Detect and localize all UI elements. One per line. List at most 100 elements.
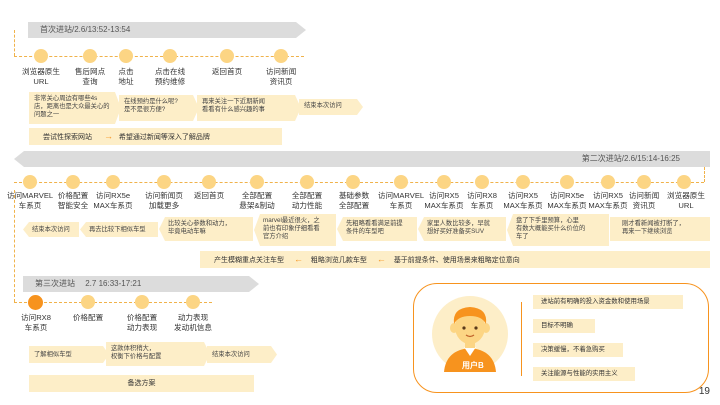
visit2-node-7[interactable] xyxy=(300,175,314,189)
visit2-thought-1: 结束本次访问 xyxy=(23,222,79,237)
visit1-summary: 尝试性探索网站 → 希望通过新闻等深入了解品牌 xyxy=(29,128,282,145)
visit2-node-14[interactable] xyxy=(601,175,615,189)
visit2-summary-1: 产生模糊重点关注车型 xyxy=(214,257,284,264)
visit3-title: 第三次进站 xyxy=(35,279,75,288)
visit1-summary-right: 希望通过新闻等深入了解品牌 xyxy=(118,134,210,141)
visit2-banner: 第二次进站/2.6/15:14-16:25 xyxy=(14,151,710,167)
visit2-node-label-4: 访问新闻页 加载更多 xyxy=(145,191,183,210)
visit3-banner: 第三次进站 2.7 16:33-17:21 xyxy=(23,276,259,292)
visit2-summary-2: 粗略浏览几款车型 xyxy=(310,257,367,264)
visit2-node-label-13: 访问RX5e MAX车系页 xyxy=(547,191,587,210)
visit2-node-label-12: 访问RX5 MAX车系页 xyxy=(503,191,543,210)
visit2-node-15[interactable] xyxy=(637,175,651,189)
visit1-summary-left: 尝试性探索网站 xyxy=(43,134,92,141)
visit2-node-5[interactable] xyxy=(202,175,216,189)
visit2-thought-6: 家里人数比较多，早就 想好买好准备买SUV xyxy=(418,217,506,241)
visit2-thought-2: 再去比较下相似车型 xyxy=(80,222,158,237)
visit1-node-4[interactable] xyxy=(163,49,177,63)
visit2-node-label-14: 访问RX5 MAX车系页 xyxy=(588,191,628,210)
visit2-summary: 产生模糊重点关注车型 ← 粗略浏览几款车型 ← 基于前提条件、使用场景来粗略定位… xyxy=(200,251,710,268)
visit1-node-5[interactable] xyxy=(220,49,234,63)
visit2-summary-3: 基于前提条件、使用场景来粗略定位意向 xyxy=(393,257,520,264)
persona-card: 用户B xyxy=(413,283,709,393)
visit1-node-label-3: 点击 地址 xyxy=(118,67,134,86)
visit1-timeline xyxy=(14,56,304,57)
visit2-node-label-2: 价格配置 智能安全 xyxy=(57,191,89,210)
visit3-thought-2: 这款体积稍大， 权衡下价格与配置 xyxy=(106,342,210,366)
visit2-thought-5: 先粗略看看满足前提 条件的车型吧 xyxy=(337,217,417,241)
arrow-right-icon: → xyxy=(103,131,113,141)
persona-trait-connector xyxy=(521,302,522,376)
visit3-node-2[interactable] xyxy=(81,295,95,309)
visit1-node-3[interactable] xyxy=(119,49,133,63)
visit2-node-label-6: 全部配置 悬架&制动 xyxy=(239,191,275,210)
visit1-node-label-1: 浏览器原生 URL xyxy=(22,67,60,86)
persona-trait-3: 决策缓慢，不着急购买 xyxy=(533,343,623,357)
visit2-node-label-10: 访问RX5 MAX车系页 xyxy=(424,191,464,210)
visit1-node-1[interactable] xyxy=(34,49,48,63)
persona-trait-2: 目标不明确 xyxy=(533,319,595,333)
persona-trait-1: 进站前有明确的投入资金数和使用场景 xyxy=(533,295,683,309)
visit2-node-label-16: 浏览器原生 URL xyxy=(667,191,705,210)
visit2-node-label-3: 访问RX5e MAX车系页 xyxy=(93,191,133,210)
visit3-summary-text: 备选方案 xyxy=(127,380,156,387)
visit2-node-label-11: 访问RX8 车系页 xyxy=(467,191,497,210)
visit1-thought-1: 非常关心周边有哪些4s 店，距离也是大众最关心的 问题之一 xyxy=(29,92,121,124)
visit3-connector xyxy=(14,190,15,302)
visit3-timeline xyxy=(14,302,212,303)
visit2-node-1[interactable] xyxy=(23,175,37,189)
visit3-node-label-4: 动力表现 发动机信息 xyxy=(174,313,212,332)
visit2-node-16[interactable] xyxy=(677,175,691,189)
visit3-node-3[interactable] xyxy=(135,295,149,309)
visit2-node-6[interactable] xyxy=(250,175,264,189)
visit1-node-label-2: 售后网点 查询 xyxy=(74,67,106,86)
visit1-node-label-6: 访问新闻 资讯页 xyxy=(265,67,297,86)
visit2-node-11[interactable] xyxy=(475,175,489,189)
visit2-thought-4: marvel最近很火，之 前也有印象仔细看看 官方介绍 xyxy=(254,214,336,246)
visit2-node-4[interactable] xyxy=(157,175,171,189)
visit2-node-label-5: 返回首页 xyxy=(193,191,225,200)
visit1-node-6[interactable] xyxy=(274,49,288,63)
visit2-node-label-15: 访问新闻 资讯页 xyxy=(628,191,660,210)
visit2-thought-3: 比较关心参数和动力， 毕竟电动车嘛 xyxy=(159,217,253,241)
visit2-node-3[interactable] xyxy=(106,175,120,189)
visit1-node-label-4: 点击在线 预约维修 xyxy=(154,67,186,86)
visit1-thought-3: 再来关注一下近期新闻 看看有什么感兴趣的事 xyxy=(197,95,301,121)
visit3-summary: 备选方案 xyxy=(29,375,254,392)
visit1-connector xyxy=(14,30,15,56)
arrow-left-icon: ← xyxy=(376,254,386,264)
visit3-thought-1: 了解相似车型 xyxy=(29,346,109,363)
visit2-thought-7: 盘了下手里预算，心里 有数大概能买什么价位的 车了 xyxy=(507,214,609,246)
visit2-node-9[interactable] xyxy=(394,175,408,189)
visit2-title: 第二次进站/2.6/15:14-16:25 xyxy=(581,154,680,163)
visit3-node-label-1: 访问RX8 车系页 xyxy=(21,313,51,332)
visit1-thought-4: 结束本次访问 xyxy=(299,99,363,115)
visit2-node-2[interactable] xyxy=(66,175,80,189)
visit2-node-label-7: 全部配置 动力性能 xyxy=(291,191,323,210)
visit2-node-label-8: 基础参数 全部配置 xyxy=(338,191,370,210)
visit2-node-8[interactable] xyxy=(346,175,360,189)
visit2-node-13[interactable] xyxy=(560,175,574,189)
persona-trait-4: 关注能源与性能的实用主义 xyxy=(533,367,635,381)
visit2-thought-8: 刚才看新闻被打断了， 再来一下继续浏览 xyxy=(610,217,710,241)
visit3-node-4[interactable] xyxy=(186,295,200,309)
visit1-node-label-5: 返回首页 xyxy=(211,67,243,76)
persona-name: 用户B xyxy=(462,361,484,370)
visit2-connector-right xyxy=(704,167,705,182)
user-avatar-icon xyxy=(432,296,508,372)
visit1-banner: 首次进站/2.6/13:52-13:54 xyxy=(28,22,306,38)
visit3-node-1[interactable] xyxy=(28,295,43,310)
visit2-node-10[interactable] xyxy=(437,175,451,189)
visit3-node-label-3: 价格配置 动力表现 xyxy=(126,313,158,332)
visit2-node-label-1: 访问MARVEL 车系页 xyxy=(6,191,54,210)
visit1-thought-2: 在线预约是什么呢? 是不是很方便? xyxy=(119,95,199,121)
visit3-time: 2.7 16:33-17:21 xyxy=(85,279,142,288)
visit3-node-label-2: 价格配置 xyxy=(72,313,104,322)
arrow-left-icon: ← xyxy=(293,254,303,264)
visit1-node-2[interactable] xyxy=(83,49,97,63)
visit3-thought-3: 结束本次访问 xyxy=(207,346,277,363)
visit2-node-label-9: 访问MARVEL 车系页 xyxy=(377,191,425,210)
visit2-node-12[interactable] xyxy=(516,175,530,189)
visit1-title: 首次进站/2.6/13:52-13:54 xyxy=(40,25,131,34)
page-number: 19 xyxy=(698,386,710,397)
